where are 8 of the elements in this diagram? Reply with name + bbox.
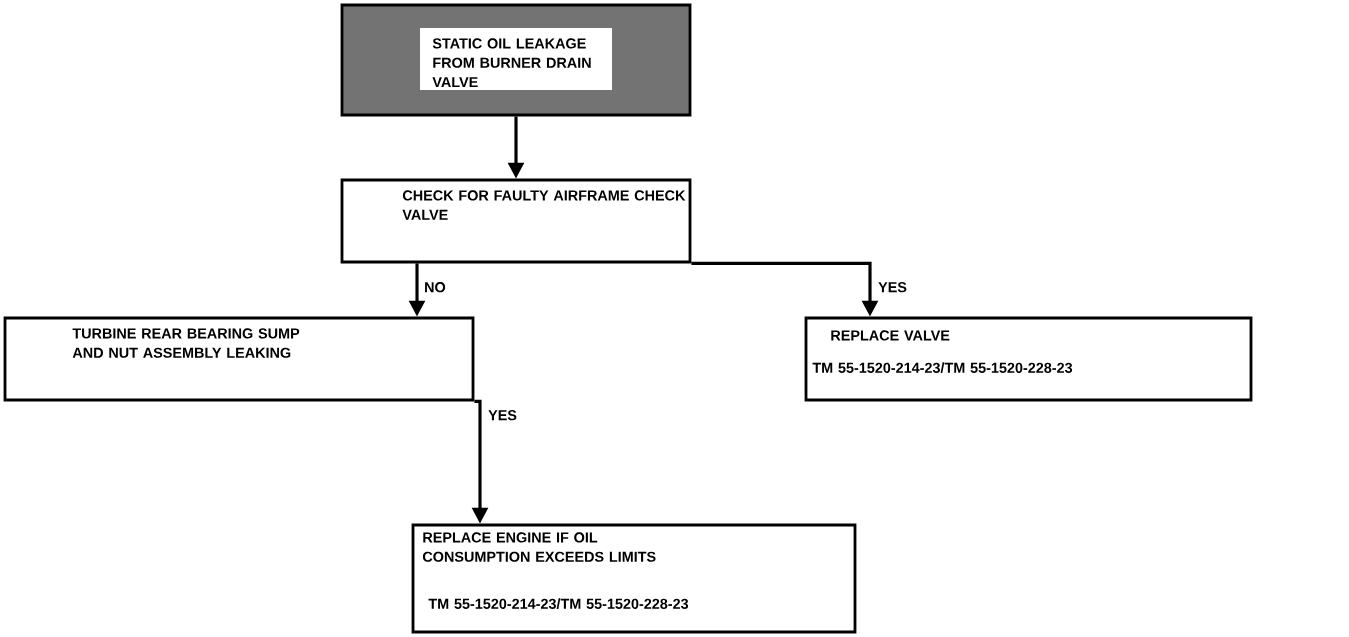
edge-label: YES [878,282,907,293]
edge-label: NO [425,282,446,293]
edge-label: YES [488,410,517,421]
title-box: STATIC OIL LEAKAGE FROM BURNER DRAIN VALVE [340,3,692,117]
process-box: CHECK FOR FAULTY AIRFRAME CHECK VALVE [340,178,692,264]
process-box: TURBINE REAR BEARING SUMP AND NUT ASSEMBLY LEAKING [3,316,475,402]
process-box: REPLACE VALVE TM 55-1520-214-23/TM 55-1520-228-23 [804,316,1253,402]
process-box: REPLACE ENGINE IF OIL CONSUMPTION EXCEEDS LIMITS TM 55-1520-214-23/TM 55-1520-228-23 [411,523,857,634]
